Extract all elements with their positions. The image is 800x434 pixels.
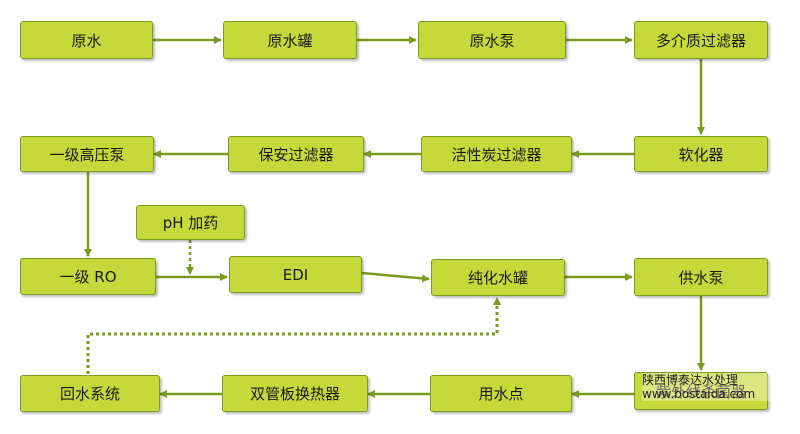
arrow-return-loop: [86, 297, 501, 374]
node-use-point: 用水点: [430, 375, 572, 412]
node-multimedia-filter: 多介质过滤器: [634, 21, 768, 59]
node-ph-dosing: pH 加药: [136, 205, 245, 240]
node-sterilizer: 紫外线杀菌器: [634, 372, 768, 410]
node-security-filter: 保安过滤器: [228, 136, 364, 172]
node-raw-water-pump: 原水泵: [418, 21, 566, 59]
node-edi: EDI: [229, 256, 362, 293]
node-heat-exchanger: 双管板换热器: [222, 375, 368, 412]
node-raw-water-tank: 原水罐: [223, 21, 357, 59]
node-activated-carbon-filter: 活性炭过滤器: [421, 136, 572, 172]
node-pure-water-tank: 纯化水罐: [431, 259, 565, 296]
node-first-stage-ro: 一级 RO: [20, 258, 156, 295]
node-return-system: 回水系统: [20, 375, 160, 412]
node-raw-water: 原水: [20, 21, 153, 59]
node-first-stage-hp-pump: 一级高压泵: [20, 136, 154, 172]
node-supply-pump: 供水泵: [634, 258, 768, 296]
arrow-edi-to-pure-tank: [361, 271, 430, 283]
node-softener: 软化器: [634, 136, 768, 172]
